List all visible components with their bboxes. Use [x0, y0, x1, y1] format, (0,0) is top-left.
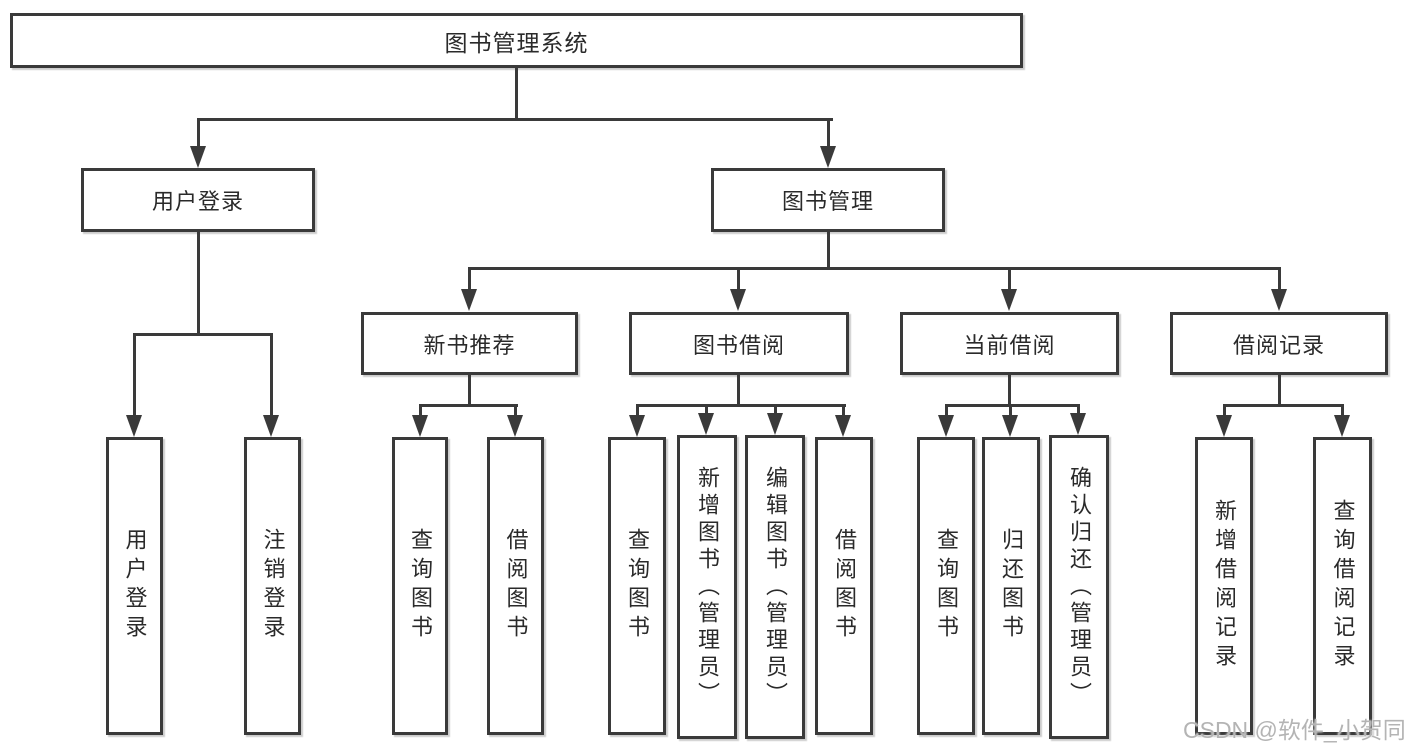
leaf-user-login: 用户登录: [106, 437, 163, 735]
leaf-logout: 注销登录: [244, 437, 301, 735]
connector-line-v: [1278, 267, 1281, 293]
connector-line-v: [419, 404, 422, 418]
arrowhead-icon: [730, 289, 746, 311]
arrowhead-icon: [126, 415, 142, 437]
arrowhead-icon: [190, 146, 206, 168]
connector-line-v: [270, 333, 273, 417]
connector-line-v: [468, 374, 471, 407]
arrowhead-icon: [1334, 415, 1350, 437]
connector-line-v: [636, 404, 639, 418]
leaf-add-book-admin: 新增图书（管理员）: [677, 435, 737, 739]
node-user-login: 用户登录: [81, 168, 315, 232]
arrowhead-icon: [1271, 289, 1287, 311]
arrowhead-icon: [1001, 289, 1017, 311]
arrowhead-icon: [698, 413, 714, 435]
leaf-add-borrow-record: 新增借阅记录: [1195, 437, 1253, 735]
connector-line-v: [737, 267, 740, 293]
leaf-return-book: 归还图书: [982, 437, 1040, 735]
connector-line-v: [945, 404, 948, 418]
watermark: CSDN @软件_小贺同学: [1183, 717, 1405, 743]
node-new-book-recommend: 新书推荐: [361, 312, 578, 375]
arrowhead-icon: [835, 415, 851, 437]
arrowhead-icon: [263, 415, 279, 437]
connector-line-v: [1009, 404, 1012, 418]
arrowhead-icon: [629, 415, 645, 437]
connector-line-v: [197, 118, 200, 148]
connector-line-v: [827, 118, 830, 148]
node-borrow-records: 借阅记录: [1170, 312, 1388, 375]
arrowhead-icon: [1070, 413, 1086, 435]
connector-line-v: [705, 404, 708, 416]
connector-line-v: [468, 267, 471, 293]
arrowhead-icon: [1002, 415, 1018, 437]
node-library-management-system: 图书管理系统: [10, 13, 1023, 68]
connector-line-v: [1077, 404, 1080, 416]
connector-line-h: [1223, 404, 1344, 407]
leaf-query-books-current: 查询图书: [917, 437, 975, 735]
connector-line-v: [774, 404, 777, 416]
connector-line-v: [1008, 374, 1011, 407]
arrowhead-icon: [820, 146, 836, 168]
arrowhead-icon: [507, 415, 523, 437]
leaf-borrow-books: 借阅图书: [815, 437, 873, 735]
leaf-query-borrow-record: 查询借阅记录: [1313, 437, 1372, 735]
node-current-borrow: 当前借阅: [900, 312, 1119, 375]
leaf-query-books-recommend: 查询图书: [392, 437, 448, 735]
connector-line-v: [133, 333, 136, 417]
connector-line-v: [515, 68, 518, 120]
node-book-borrow: 图书借阅: [629, 312, 849, 375]
node-book-management: 图书管理: [711, 168, 945, 232]
connector-line-v: [1341, 404, 1344, 418]
connector-line-v: [842, 404, 845, 418]
connector-line-v: [827, 231, 830, 270]
arrowhead-icon: [461, 289, 477, 311]
connector-line-h: [636, 404, 846, 407]
connector-line-h: [468, 267, 1281, 270]
connector-line-v: [1223, 404, 1226, 418]
connector-line-v: [737, 374, 740, 407]
connector-line-h: [945, 404, 1080, 407]
arrowhead-icon: [412, 415, 428, 437]
leaf-confirm-return-admin: 确认归还（管理员）: [1049, 435, 1109, 739]
arrowhead-icon: [1216, 415, 1232, 437]
connector-line-h: [419, 404, 518, 407]
connector-line-h: [197, 118, 833, 121]
connector-line-v: [1008, 267, 1011, 293]
connector-line-h: [133, 333, 273, 336]
arrowhead-icon: [938, 415, 954, 437]
connector-line-v: [514, 404, 517, 418]
connector-line-v: [1278, 374, 1281, 407]
leaf-borrow-books-recommend: 借阅图书: [487, 437, 544, 735]
connector-line-v: [197, 231, 200, 336]
arrowhead-icon: [767, 413, 783, 435]
leaf-edit-book-admin: 编辑图书（管理员）: [745, 435, 805, 739]
leaf-query-books-borrow: 查询图书: [608, 437, 666, 735]
